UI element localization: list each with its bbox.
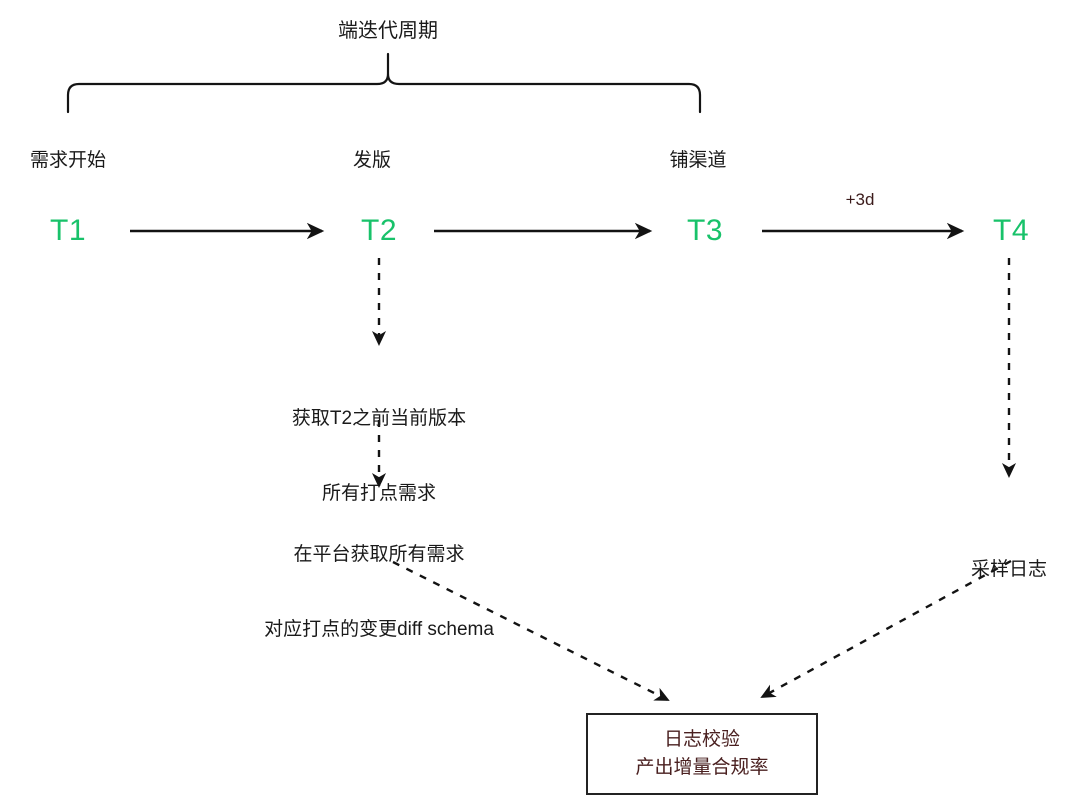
node-diff-schema-line-1: 在平台获取所有需求 xyxy=(293,544,465,566)
stage-label-t2: 发版 xyxy=(352,150,392,171)
dashed-arrow-sample-to-result xyxy=(760,559,1012,699)
node-sample-logs-line-1: 采样日志 xyxy=(970,559,1048,581)
milestone-marker-t1: T1 xyxy=(49,214,87,248)
node-diff-schema: 在平台获取所有需求 对应打点的变更diff schema xyxy=(264,492,494,693)
curly-brace-icon xyxy=(66,52,702,114)
result-box-line-1: 日志校验 xyxy=(663,729,740,751)
result-box-line-2: 产出增量合规率 xyxy=(635,757,769,778)
node-fetch-requirements-line-1: 获取T2之前当前版本 xyxy=(291,408,467,430)
milestone-marker-t4: T4 xyxy=(992,214,1030,248)
stage-label-t3: 铺渠道 xyxy=(669,150,727,171)
dashed-arrow-diff-to-result xyxy=(392,560,670,702)
milestone-marker-t2: T2 xyxy=(360,214,398,248)
node-fetch-requirements-line-2: 所有打点需求 xyxy=(321,483,436,505)
node-sample-logs: 采样日志 xyxy=(971,507,1047,632)
node-fetch-requirements: 获取T2之前当前版本 所有打点需求 xyxy=(292,356,466,557)
node-diff-schema-line-2: 对应打点的变更diff schema xyxy=(264,619,494,641)
milestone-marker-t3: T3 xyxy=(686,214,724,248)
stage-label-t1: 需求开始 xyxy=(29,150,107,171)
result-box-log-verification: 日志校验 产出增量合规率 xyxy=(586,713,818,795)
phase-title-iteration-cycle: 端迭代周期 xyxy=(338,20,438,42)
edge-label-plus-3d: +3d xyxy=(845,190,875,209)
